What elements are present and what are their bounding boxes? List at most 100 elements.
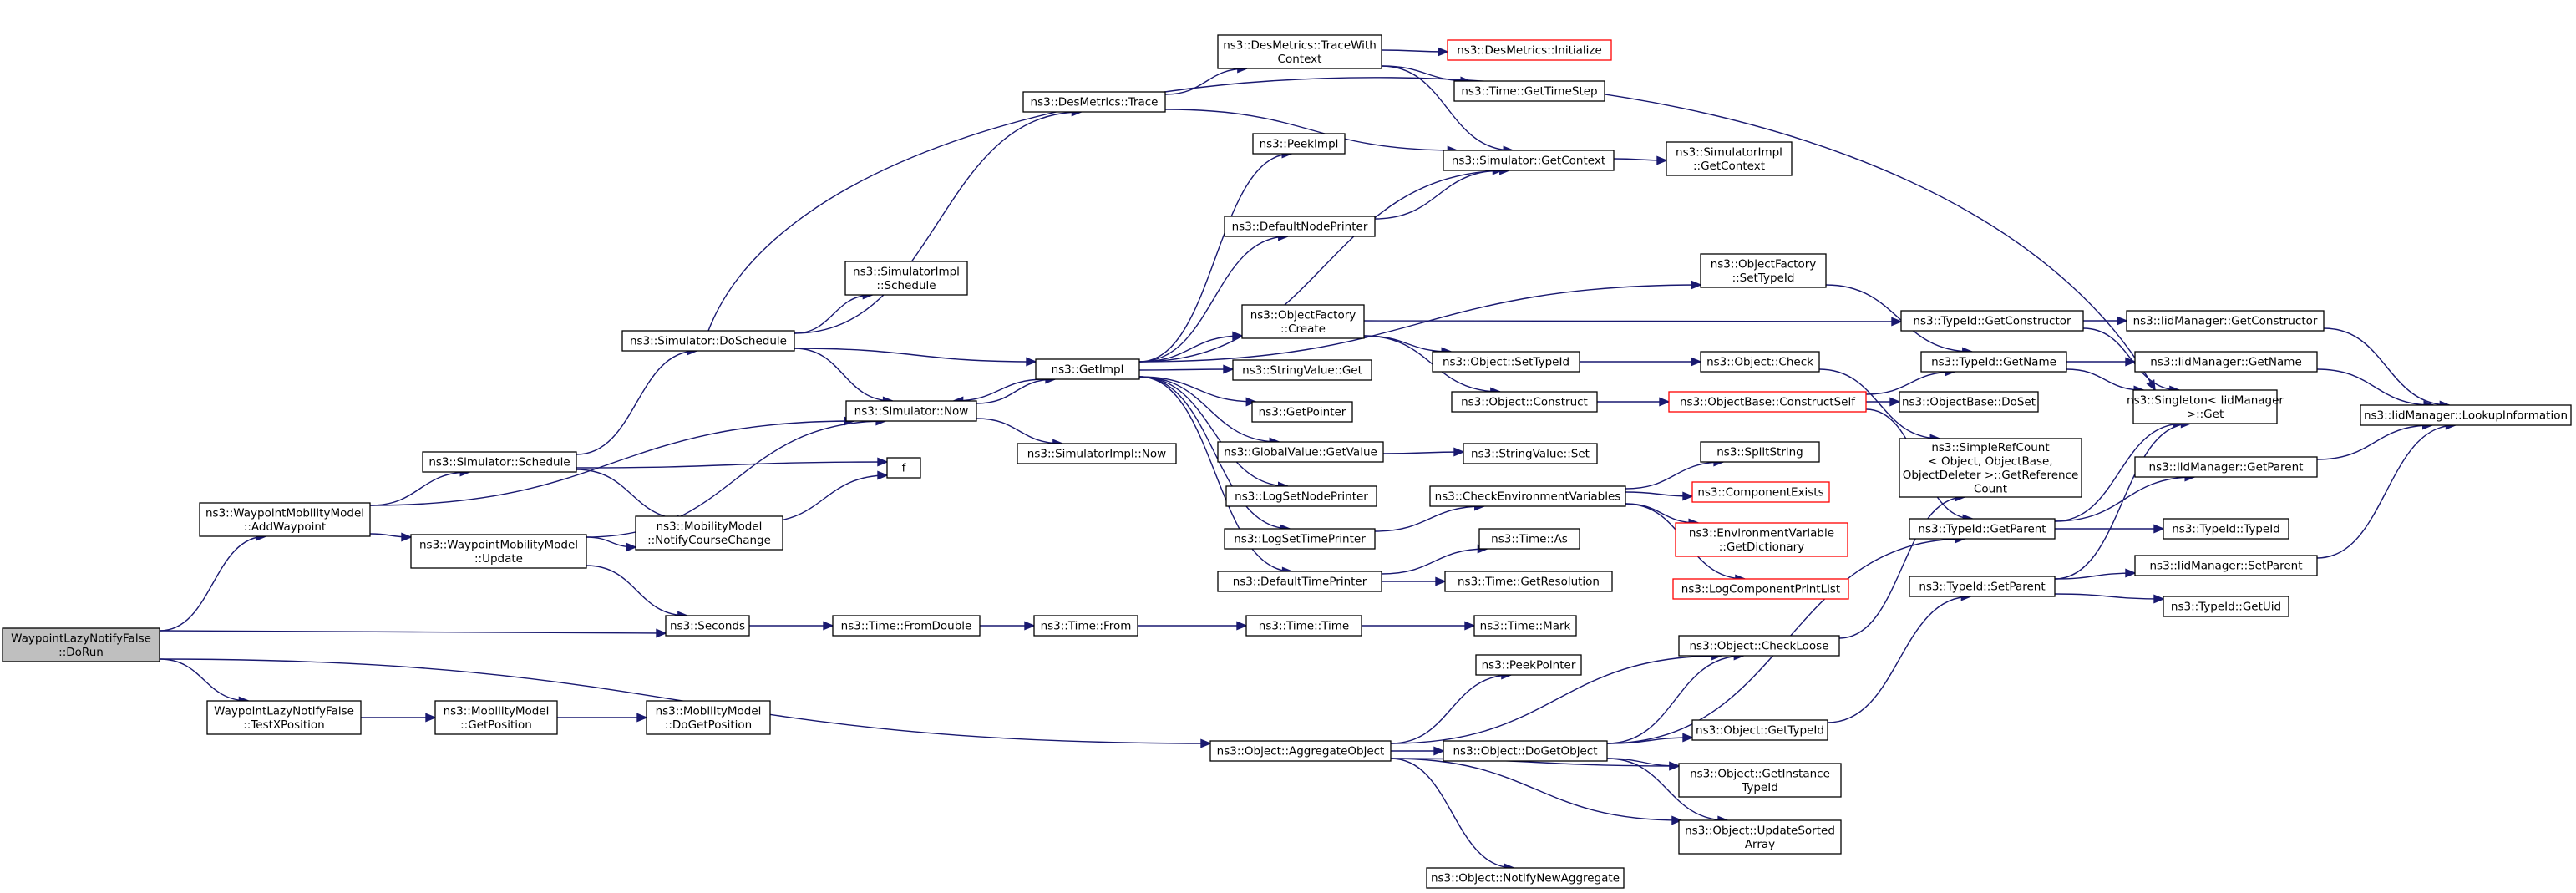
node-iidsetparent[interactable]: ns3::IidManager::SetParent [2134,555,2318,576]
node-label: ns3::TypeId::GetName [1931,356,2056,369]
node-box [1666,141,1793,176]
node-peekimpl[interactable]: ns3::PeekImpl [1252,133,1346,155]
node-box [1478,528,1580,550]
node-getimpl[interactable]: ns3::GetImpl [1035,358,1140,380]
node-label: ns3::WaypointMobilityModel [419,538,578,551]
node-simimplnow[interactable]: ns3::SimulatorImpl::Now [1017,443,1177,464]
node-stringvalget[interactable]: ns3::StringValue::Get [1232,359,1372,381]
node-simnow[interactable]: ns3::Simulator::Now [845,400,977,422]
node-stringvalset[interactable]: ns3::StringValue::Set [1463,443,1598,464]
node-typeidgetuid[interactable]: ns3::TypeId::GetUid [2163,596,2289,617]
node-splitstring[interactable]: ns3::SplitString [1700,441,1820,463]
node-compexists[interactable]: ns3::ComponentExists [1691,481,1830,503]
node-objfactcreate[interactable]: ns3::ObjectFactory::Create [1241,304,1365,339]
call-edge-seconds-to-fromdouble [748,621,834,631]
node-iidgetctor[interactable]: ns3::IidManager::GetConstructor [2126,310,2325,332]
node-timeas[interactable]: ns3::Time::As [1478,528,1580,550]
node-typeidsetparent[interactable]: ns3::TypeId::SetParent [1909,576,2056,597]
node-timemark[interactable]: ns3::Time::Mark [1473,615,1577,637]
node-label: ::Schedule [876,279,936,292]
node-dogetpos[interactable]: ns3::MobilityModel::DoGetPosition [646,700,771,735]
node-gettimestep[interactable]: ns3::Time::GetTimeStep [1453,80,1605,102]
node-objconstruct[interactable]: ns3::Object::Construct [1451,391,1598,413]
node-typeidgetname[interactable]: ns3::TypeId::GetName [1920,351,2067,373]
node-timegetres[interactable]: ns3::Time::GetResolution [1444,571,1613,592]
node-box [1453,80,1605,102]
node-label: ns3::SimpleRefCount [1931,441,2049,454]
node-fromdouble[interactable]: ns3::Time::FromDouble [832,615,981,637]
node-label: ns3::Time::As [1491,533,1568,546]
node-box [646,700,771,735]
node-logcomplist[interactable]: ns3::LogComponentPrintList [1672,578,1849,600]
call-edge-aggregate-to-dogetobject [1391,746,1445,756]
node-label: ns3::Singleton< IidManager [2127,393,2284,407]
node-box [1700,351,1820,373]
node-lognodeprinter[interactable]: ns3::LogSetNodePrinter [1225,485,1377,507]
node-root[interactable]: WaypointLazyNotifyFalse::DoRun [2,627,160,662]
node-label: ns3::DefaultNodePrinter [1232,221,1368,234]
node-label: ns3::StringValue::Set [1471,448,1590,461]
node-simimplctx[interactable]: ns3::SimulatorImpl::GetContext [1666,141,1793,176]
node-constructself[interactable]: ns3::ObjectBase::ConstructSelf [1668,391,1867,413]
node-logtimeprinter[interactable]: ns3::LogSetTimePrinter [1224,528,1376,550]
node-getpointer[interactable]: ns3::GetPointer [1251,401,1353,423]
node-addwp[interactable]: ns3::WaypointMobilityModel::AddWaypoint [199,502,371,537]
node-simsched[interactable]: ns3::Simulator::Schedule [422,451,577,473]
node-box [1678,819,1842,855]
node-timetime[interactable]: ns3::Time::Time [1245,615,1362,637]
node-getpos[interactable]: ns3::MobilityModel::GetPosition [434,700,558,735]
node-getcontext[interactable]: ns3::Simulator::GetContext [1443,150,1615,171]
node-simimplsched[interactable]: ns3::SimulatorImpl::Schedule [844,261,968,296]
node-typeidgetparent[interactable]: ns3::TypeId::GetParent [1909,518,2056,540]
node-label: ns3::EnvironmentVariable [1689,526,1834,540]
node-wpupdate[interactable]: ns3::WaypointMobilityModel::Update [410,534,587,569]
node-testx[interactable]: WaypointLazyNotifyFalse::TestXPosition [206,700,362,735]
node-simplerefcount[interactable]: ns3::SimpleRefCount< Object, ObjectBase,… [1899,438,2082,498]
node-desmtrace[interactable]: ns3::DesMetrics::Trace [1022,91,1166,113]
call-edge-objconstruct-to-constructself [1597,397,1671,407]
node-iidgetname[interactable]: ns3::IidManager::GetName [2134,351,2318,373]
node-f[interactable]: f [886,457,921,479]
node-defnodeprinter[interactable]: ns3::DefaultNodePrinter [1224,216,1376,237]
node-typeidgetctor[interactable]: ns3::TypeId::GetConstructor [1900,310,2084,332]
node-envvardict[interactable]: ns3::EnvironmentVariable::GetDictionary [1675,522,1848,557]
node-deftimeprinter[interactable]: ns3::DefaultTimePrinter [1217,571,1382,592]
node-checkenv[interactable]: ns3::CheckEnvironmentVariables [1429,485,1626,507]
node-label: ns3::IidManager::GetParent [2149,461,2304,474]
node-typeidtypeid[interactable]: ns3::TypeId::TypeId [2163,518,2289,540]
node-label: ::NotifyCourseChange [647,534,771,547]
node-objcheck[interactable]: ns3::Object::Check [1700,351,1820,373]
node-label: ::Update [474,552,523,566]
node-singleton[interactable]: ns3::Singleton< IidManager >::Get [2127,389,2284,424]
node-box [1217,571,1382,592]
call-edge-getimpl-to-getpointer [1138,376,1258,407]
node-objsettypeid[interactable]: ns3::Object::SetTypeId [1432,351,1580,373]
node-dosched[interactable]: ns3::Simulator::DoSchedule [621,330,795,352]
node-dogetobject[interactable]: ns3::Object::DoGetObject [1443,740,1608,762]
node-iidgetparent[interactable]: ns3::IidManager::GetParent [2134,456,2318,478]
node-box [1217,34,1382,69]
node-iidlookup[interactable]: ns3::IidManager::LookupInformation [2360,404,2572,426]
node-objgettypeid[interactable]: ns3::Object::GetTypeId [1691,719,1828,741]
node-globalvalget[interactable]: ns3::GlobalValue::GetValue [1217,441,1384,463]
node-peekpointer[interactable]: ns3::PeekPointer [1475,654,1582,676]
node-aggregate[interactable]: ns3::Object::AggregateObject [1209,740,1392,762]
node-notifynewagg[interactable]: ns3::Object::NotifyNewAggregate [1426,867,1625,889]
node-label: ns3::Simulator::Schedule [428,456,570,469]
node-objbasedoset[interactable]: ns3::ObjectBase::DoSet [1899,391,2039,413]
node-checkloose[interactable]: ns3::Object::CheckLoose [1678,635,1840,657]
node-timefrom[interactable]: ns3::Time::From [1033,615,1138,637]
node-desminit[interactable]: ns3::DesMetrics::Initialize [1447,39,1612,61]
node-label: ns3::Object::GetTypeId [1696,724,1824,738]
node-label: ns3::ObjectBase::DoSet [1902,396,2036,409]
node-box [1899,391,2039,413]
node-objfactsettype[interactable]: ns3::ObjectFactory::SetTypeId [1700,253,1827,288]
node-notifycourse[interactable]: ns3::MobilityModel::NotifyCourseChange [635,515,783,551]
node-box [1899,438,2082,498]
node-box [1447,39,1612,61]
node-seconds[interactable]: ns3::Seconds [665,615,750,637]
node-label: < Object, ObjectBase, [1928,454,2052,468]
